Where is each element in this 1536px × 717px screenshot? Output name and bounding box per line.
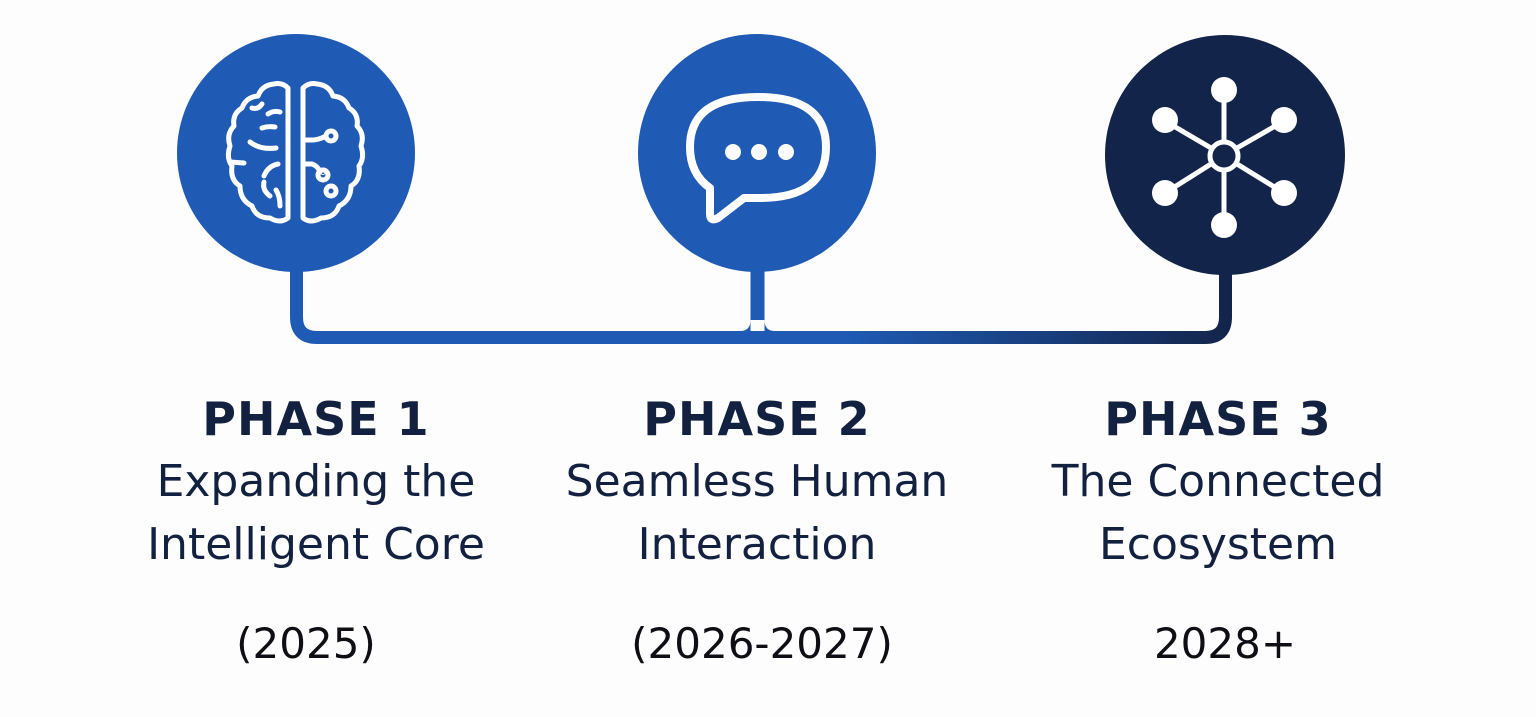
phase-3-circle: [1105, 35, 1345, 275]
phase-3-label: PHASE 3: [1104, 392, 1332, 446]
phase-1-circle: [177, 34, 415, 272]
phase-2-years: (2026-2027): [631, 619, 893, 668]
phase-2-title-line2: Interaction: [637, 519, 877, 570]
phase-3-title-line2: Ecosystem: [1099, 519, 1337, 570]
phase-3-years: 2028+: [1153, 619, 1297, 668]
chat-bubble-icon: [686, 93, 830, 224]
phase-3-title-line1: The Connected: [1051, 456, 1385, 507]
network-hub-icon: [1152, 77, 1297, 238]
brain-circuit-icon: [225, 81, 366, 224]
phase-1-block: PHASE 1 Expanding the Intelligent Core: [76, 388, 556, 576]
timeline-connector: [290, 262, 1232, 344]
phase-2-label: PHASE 2: [643, 392, 871, 446]
phase-1-title-line1: Expanding the: [156, 456, 476, 507]
phase-2-block: PHASE 2 Seamless Human Interaction: [517, 388, 997, 576]
phase-1-title-line2: Intelligent Core: [147, 519, 485, 570]
phase-2-circle: [638, 34, 876, 272]
phase-3-block: PHASE 3 The Connected Ecosystem: [978, 388, 1458, 576]
phase-2-title-line1: Seamless Human: [565, 456, 949, 507]
phase-1-label: PHASE 1: [202, 392, 430, 446]
phase-1-years: (2025): [236, 619, 376, 668]
